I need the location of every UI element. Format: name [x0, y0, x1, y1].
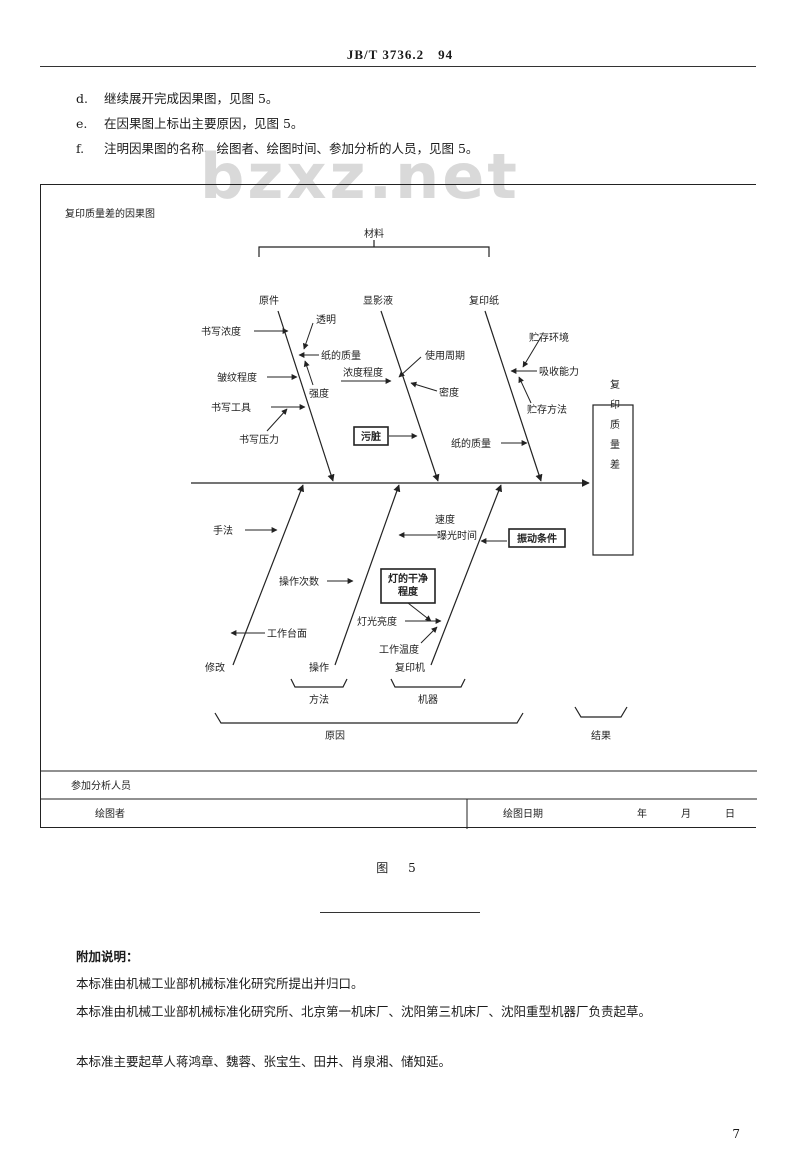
group-label-materials: 材料 [364, 227, 384, 240]
bone-operation [334, 484, 401, 666]
standard-code-header: JB/T 3736.2 94 [346, 47, 454, 62]
bone-label-copy-paper: 复印纸 [469, 294, 499, 307]
result-box-label: 复印质量差 [608, 378, 620, 479]
cause-concentration: 浓度程度 [343, 366, 383, 379]
note-line-1: 本标准由机械工业部机械标准化研究所提出并归口。 [76, 976, 364, 991]
cause-work-table: 工作台面 [267, 627, 307, 640]
cause-paper-quality-2: 纸的质量 [451, 437, 491, 450]
bone-label-hands: 手法 [213, 524, 233, 537]
main-cause-box-vibration [508, 528, 566, 548]
watermark: bzxz.net [200, 140, 520, 213]
group-label-machine: 机器 [418, 693, 438, 706]
note-line-2: 本标准由机械工业部机械标准化研究所、北京第一机床厂、沈阳第三机床厂、沈阳重型机器… [76, 1004, 652, 1019]
cause-exposure-time: 曝光时间 [437, 529, 477, 542]
step-d: d. 继续展开完成因果图，见图 5。 [76, 88, 278, 107]
date-label: 绘图日期 [503, 807, 543, 820]
bone-copier [430, 484, 503, 666]
figure-caption: 图 5 [376, 861, 424, 875]
bone-label-copier: 复印机 [395, 661, 425, 674]
cause-absorb-ability: 吸收能力 [539, 365, 579, 378]
page-number: 7 [732, 1127, 740, 1141]
step-marker: d. [76, 91, 88, 106]
step-marker: e. [76, 116, 88, 131]
group-label-causes: 原因 [325, 730, 345, 742]
step-f: f. 注明因果图的名称、绘图者、绘图时间、参加分析的人员，见图 5。 [76, 138, 478, 157]
figure-frame: 复印质量差的因果图 材料 复印质量差 原件 显影液 复印纸 书写浓度 透明 纸的… [40, 184, 757, 829]
date-month: 月 [681, 808, 691, 820]
cause-storage-method: 贮存方法 [527, 403, 567, 416]
bottom-brace-causes [214, 712, 524, 724]
cause-storage-env: 贮存环境 [529, 331, 569, 344]
date-year: 年 [637, 807, 647, 820]
step-text: 注明因果图的名称、绘图者、绘图时间、参加分析的人员，见图 5。 [104, 141, 479, 156]
end-rule [320, 912, 480, 913]
cause-lamp-brightness: 灯光亮度 [357, 615, 397, 628]
step-e: e. 在因果图上标出主要原因，见图 5。 [76, 113, 303, 132]
bone-developer [380, 310, 440, 482]
cause-speed: 速度 [435, 513, 455, 526]
cause-work-temp: 工作温度 [379, 643, 419, 656]
cause-strength: 强度 [309, 387, 329, 400]
fishbone-diagram: 复印质量差的因果图 材料 复印质量差 原件 显影液 复印纸 书写浓度 透明 纸的… [41, 207, 757, 829]
diagram-title: 复印质量差的因果图 [65, 207, 155, 220]
group-label-result: 结果 [591, 729, 611, 742]
drawer-label: 绘图者 [95, 807, 125, 820]
cause-density: 密度 [439, 386, 459, 399]
note-title: 附加说明： [76, 949, 139, 964]
cause-transparency: 透明 [316, 314, 336, 326]
cause-writing-pressure: 书写压力 [239, 433, 279, 446]
note-line-3: 本标准主要起草人蒋鸿章、魏蓉、张宝生、田井、肖泉湘、储知延。 [76, 1054, 452, 1069]
bone-label-developer: 显影液 [363, 294, 393, 307]
bone-original [277, 310, 335, 482]
main-cause-box-stain [353, 426, 389, 446]
bone-copy-paper [484, 310, 543, 482]
bone-hands [232, 484, 305, 666]
cause-text-density: 书写浓度 [201, 325, 241, 338]
cause-wrinkle-degree: 皱纹程度 [217, 371, 257, 384]
participants-label: 参加分析人员 [71, 779, 131, 792]
date-day: 日 [725, 809, 735, 820]
bone-label-original: 原件 [259, 295, 279, 307]
step-text: 继续展开完成因果图，见图 5。 [104, 91, 279, 106]
header-rule [40, 66, 756, 67]
cause-operation-count: 操作次数 [279, 575, 319, 588]
result-box [592, 404, 634, 556]
bone-label-operation: 操作 [309, 661, 329, 674]
step-marker: f. [76, 141, 85, 156]
cause-paper-quality-1: 纸的质量 [321, 349, 361, 362]
cause-writing-tool: 书写工具 [211, 402, 251, 414]
top-brace [258, 246, 490, 257]
cause-usage-period: 使用周期 [425, 349, 465, 362]
bone-label-correction: 修改 [205, 661, 225, 674]
group-label-method: 方法 [309, 693, 329, 706]
bottom-brace-result [574, 706, 628, 718]
cause-lamp-clean: 灯的干净程度 [388, 572, 428, 598]
step-text: 在因果图上标出主要原因，见图 5。 [104, 116, 304, 131]
cause-stain: 污脏 [361, 430, 381, 443]
cause-vibration: 振动条件 [517, 532, 557, 545]
